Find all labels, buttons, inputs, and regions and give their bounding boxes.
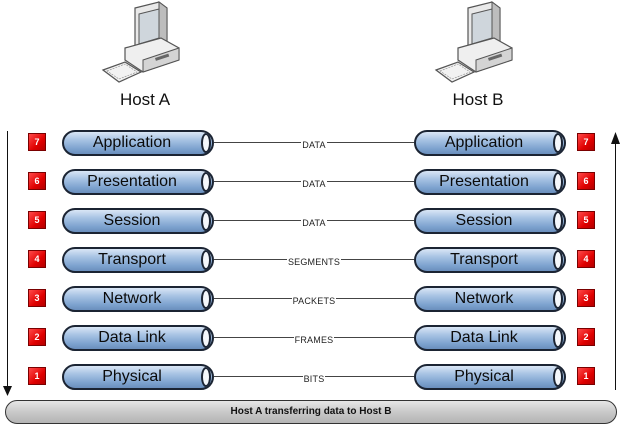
layer-cylinder-host-a: Application — [62, 130, 214, 156]
osi-layer-row-3: 3 Network PACKETS Network 3 — [0, 286, 623, 312]
layer-cylinder-host-b: Data Link — [414, 325, 566, 351]
cylinder-end-cap — [201, 250, 211, 270]
host-a: Host A — [85, 0, 205, 110]
layer-name: Application — [92, 134, 172, 151]
cylinder-end-cap — [553, 172, 563, 192]
layer-number-badge-host-b: 7 — [577, 133, 595, 151]
cylinder-end-cap — [553, 367, 563, 387]
cylinder-end-cap — [201, 172, 211, 192]
layer-number-badge-host-a: 1 — [28, 367, 46, 385]
layer-name: Application — [444, 134, 524, 151]
layer-number-badge-host-a: 4 — [28, 250, 46, 268]
layer-number-badge-host-a: 2 — [28, 328, 46, 346]
layer-number-badge-host-b: 6 — [577, 172, 595, 190]
pdu-label: DATA — [301, 218, 327, 228]
layer-number-badge-host-b: 1 — [577, 367, 595, 385]
osi-layer-row-2: 2 Data Link FRAMES Data Link 2 — [0, 325, 623, 351]
cylinder-end-cap — [201, 328, 211, 348]
layer-name: Data Link — [98, 329, 166, 346]
desktop-computer-icon — [101, 1, 180, 83]
pdu-label: SEGMENTS — [286, 257, 342, 267]
host-a-label: Host A — [119, 90, 171, 109]
layer-name: Transport — [450, 251, 518, 268]
layer-cylinder-host-a: Data Link — [62, 325, 214, 351]
cylinder-end-cap — [553, 250, 563, 270]
transfer-caption-bar: Host A transferring data to Host B — [5, 400, 617, 424]
cylinder-end-cap — [553, 328, 563, 348]
cylinder-end-cap — [201, 211, 211, 231]
osi-layer-row-6: 6 Presentation DATA Presentation 6 — [0, 169, 623, 195]
layer-number-badge-host-b: 5 — [577, 211, 595, 229]
layer-cylinder-host-b: Session — [414, 208, 566, 234]
layer-name: Network — [102, 290, 162, 307]
osi-layer-row-7: 7 Application DATA Application 7 — [0, 130, 623, 156]
pdu-label: FRAMES — [293, 335, 335, 345]
layer-number-badge-host-a: 3 — [28, 289, 46, 307]
layer-name: Physical — [102, 368, 162, 385]
layer-name: Session — [103, 212, 161, 229]
layer-number-badge-host-a: 6 — [28, 172, 46, 190]
cylinder-end-cap — [201, 367, 211, 387]
layer-cylinder-host-b: Transport — [414, 247, 566, 273]
host-b: Host B — [418, 0, 538, 110]
cylinder-end-cap — [553, 133, 563, 153]
layer-name: Session — [455, 212, 513, 229]
layer-number-badge-host-a: 7 — [28, 133, 46, 151]
osi-layer-row-5: 5 Session DATA Session 5 — [0, 208, 623, 234]
osi-layer-row-4: 4 Transport SEGMENTS Transport 4 — [0, 247, 623, 273]
cylinder-end-cap — [553, 211, 563, 231]
layer-cylinder-host-a: Network — [62, 286, 214, 312]
layer-cylinder-host-a: Physical — [62, 364, 214, 390]
layer-name: Data Link — [450, 329, 518, 346]
pdu-label: DATA — [301, 179, 327, 189]
layer-name: Network — [454, 290, 514, 307]
pdu-label: PACKETS — [291, 296, 337, 306]
layer-number-badge-host-b: 4 — [577, 250, 595, 268]
layer-name: Presentation — [439, 173, 529, 190]
cylinder-end-cap — [201, 289, 211, 309]
layer-cylinder-host-b: Physical — [414, 364, 566, 390]
cylinder-end-cap — [201, 133, 211, 153]
cylinder-end-cap — [553, 289, 563, 309]
layer-number-badge-host-a: 5 — [28, 211, 46, 229]
layer-name: Physical — [454, 368, 514, 385]
layer-cylinder-host-a: Transport — [62, 247, 214, 273]
layer-name: Presentation — [87, 173, 177, 190]
desktop-computer-icon — [434, 1, 513, 83]
osi-layer-row-1: 1 Physical BITS Physical 1 — [0, 364, 623, 390]
layer-cylinder-host-a: Session — [62, 208, 214, 234]
layer-number-badge-host-b: 2 — [577, 328, 595, 346]
layer-cylinder-host-b: Presentation — [414, 169, 566, 195]
layer-number-badge-host-b: 3 — [577, 289, 595, 307]
layer-cylinder-host-a: Presentation — [62, 169, 214, 195]
layer-name: Transport — [98, 251, 166, 268]
pdu-label: BITS — [302, 374, 326, 384]
host-b-label: Host B — [452, 90, 504, 109]
pdu-label: DATA — [301, 140, 327, 150]
layer-cylinder-host-b: Application — [414, 130, 566, 156]
layer-cylinder-host-b: Network — [414, 286, 566, 312]
